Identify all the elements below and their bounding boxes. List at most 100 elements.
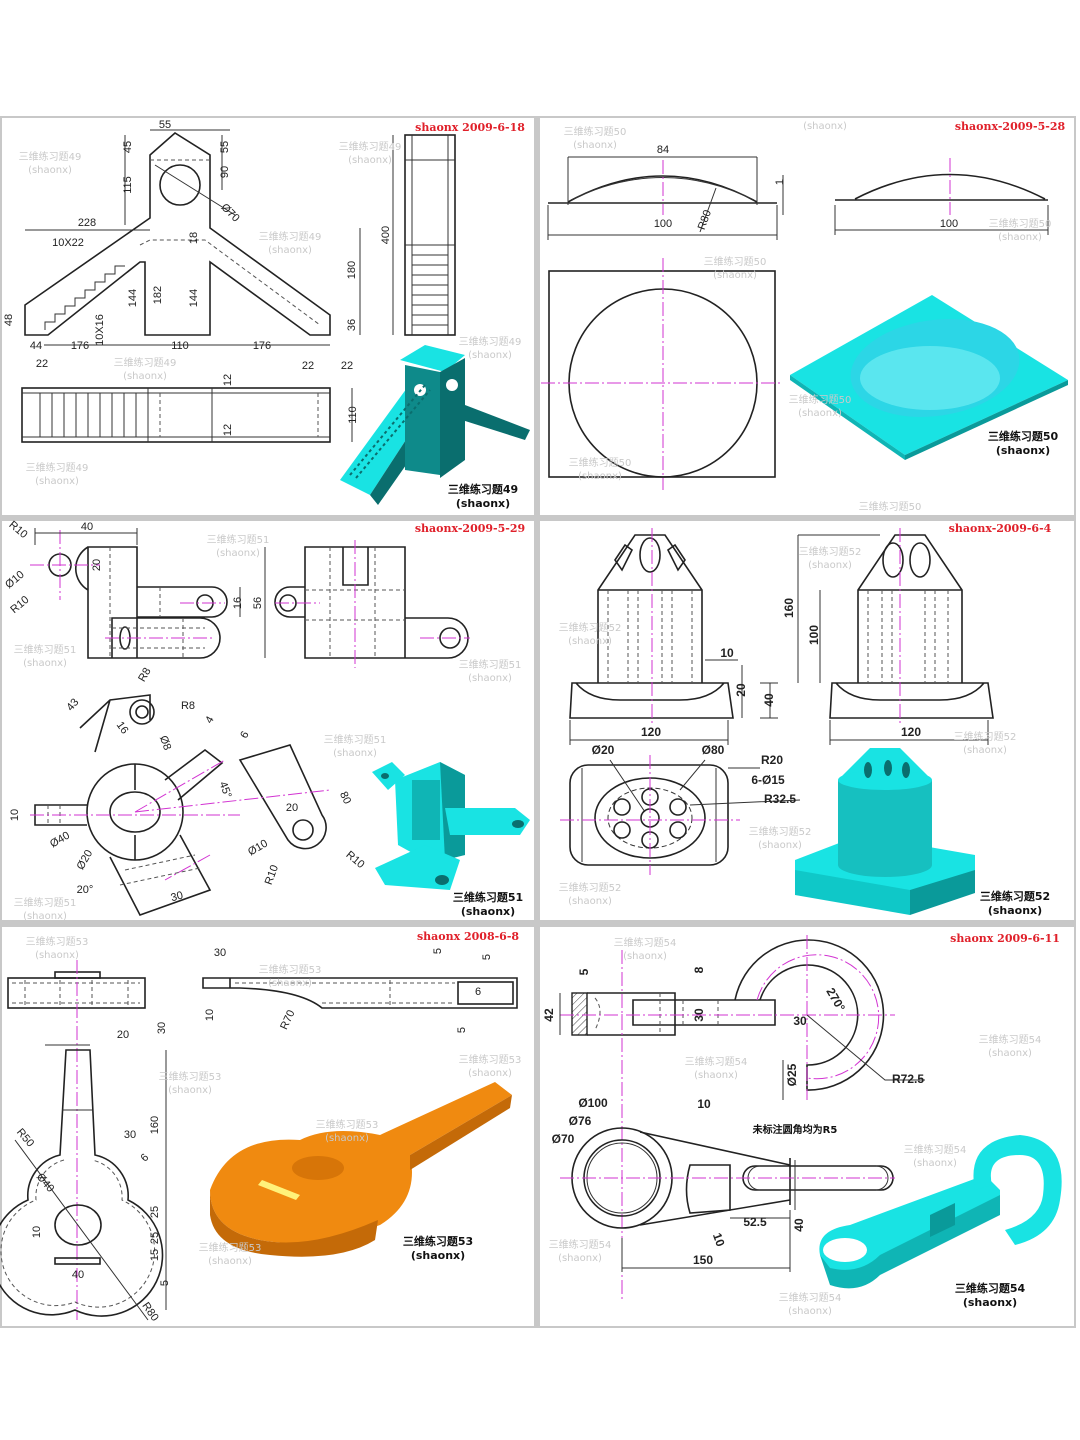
- dimension-label: Ø25: [785, 1063, 799, 1086]
- watermark-author: (shaonx): [713, 270, 757, 281]
- model-54-3d: [819, 1135, 1062, 1289]
- dimension-label: 10: [697, 1097, 711, 1111]
- dimension-label: 110: [171, 340, 189, 352]
- dimension-label: 10X16: [94, 314, 106, 346]
- dimension-label: Ø20: [592, 743, 615, 757]
- model-52-3d: [795, 748, 975, 915]
- dimension-label: 10X22: [52, 237, 84, 249]
- watermark-caption: 三维练习题49: [114, 356, 177, 369]
- drawing-51-top-view: [30, 694, 331, 916]
- dimension-label: 16: [114, 719, 131, 736]
- dimension-label: 110: [347, 406, 359, 424]
- dimension-label: Ø70: [552, 1132, 575, 1146]
- dimension-label: 6: [238, 729, 251, 740]
- dimension-label: 20°: [77, 884, 94, 896]
- watermark-caption: 三维练习题54: [685, 1055, 748, 1068]
- watermark-caption: 三维练习题50: [704, 255, 767, 268]
- exercise-caption: 三维练习题54: [955, 1281, 1026, 1295]
- drawing-52-plan-view: [560, 755, 801, 875]
- dimension-label: 160: [782, 598, 796, 618]
- watermark-author: (shaonx): [23, 911, 67, 922]
- watermark-caption: 三维练习题51: [14, 643, 77, 656]
- dimension-label: 5: [577, 968, 591, 975]
- watermark-caption: 三维练习题50: [569, 456, 632, 469]
- watermark-caption: 三维练习题53: [26, 935, 89, 948]
- watermark-author: (shaonx): [808, 560, 852, 571]
- dimension-label: 30: [692, 1008, 706, 1022]
- dimension-label: 20: [117, 1029, 129, 1041]
- dimension-label: 160: [149, 1116, 161, 1134]
- dimension-label: 150: [693, 1253, 713, 1267]
- drawing-54-plan-view: [560, 1127, 895, 1272]
- model-53-3d: [210, 1082, 512, 1257]
- watermark-caption: 三维练习题53: [459, 1053, 522, 1066]
- dimension-label: 80: [337, 790, 353, 806]
- watermark-caption: 三维练习题49: [19, 150, 82, 163]
- exercise-author: (shaonx): [996, 444, 1050, 457]
- author-date-stamp: shaonx-2009-5-28: [955, 120, 1066, 133]
- watermark-caption: 三维练习题50: [989, 217, 1052, 230]
- watermark-caption: 三维练习题51: [459, 658, 522, 671]
- exercise-author: (shaonx): [988, 904, 1042, 917]
- dimension-label: 5: [159, 1280, 171, 1286]
- dimension-label: 25: [149, 1206, 161, 1218]
- exercise-author: (shaonx): [456, 497, 510, 510]
- watermark-author: (shaonx): [998, 232, 1042, 243]
- watermark-caption: 三维练习题52: [559, 881, 622, 894]
- exercise-caption: 三维练习题50: [988, 429, 1059, 443]
- dimension-label: 10: [204, 1009, 216, 1021]
- watermark-caption: 三维练习题54: [779, 1291, 842, 1304]
- watermark-author: (shaonx): [988, 1048, 1032, 1059]
- watermark-author: (shaonx): [23, 658, 67, 669]
- dimension-label: 400: [380, 226, 392, 244]
- watermark-caption: 三维练习题54: [904, 1143, 967, 1156]
- dimension-label: 120: [901, 725, 921, 739]
- author-date-stamp: shaonx 2009-6-11: [950, 932, 1060, 945]
- author-date-stamp: shaonx 2008-6-8: [417, 930, 519, 943]
- watermark-caption: 三维练习题51: [14, 896, 77, 909]
- watermark-caption: 三维练习题51: [207, 533, 270, 546]
- watermark-caption: 三维练习题49: [259, 230, 322, 243]
- watermark-author: (shaonx): [558, 1253, 602, 1264]
- drawing-49-top-view: [21, 387, 353, 443]
- dimension-label: 36: [346, 319, 358, 331]
- drawing-53-views: [0, 960, 518, 1321]
- author-date-stamp: shaonx 2009-6-18: [415, 121, 525, 134]
- dimension-label: 1: [774, 179, 786, 185]
- watermark-caption: 三维练习题49: [26, 461, 89, 474]
- dimension-label: R32.5: [764, 792, 796, 806]
- watermark-caption: 三维练习题53: [199, 1241, 262, 1254]
- dimension-label: 22: [36, 358, 48, 370]
- model-49-3d: [340, 345, 530, 505]
- watermark-author: (shaonx): [573, 140, 617, 151]
- dimension-label: R8: [181, 700, 195, 712]
- watermark-caption: 三维练习题49: [459, 335, 522, 348]
- dimension-label: 56: [252, 597, 264, 609]
- watermark-author: (shaonx): [216, 548, 260, 559]
- watermark-author: (shaonx): [35, 950, 79, 961]
- dimension-label: Ø80: [702, 743, 725, 757]
- exercise-author: (shaonx): [411, 1249, 465, 1262]
- drawing-52-front-view: [569, 528, 778, 745]
- dimension-label: 6: [475, 986, 481, 998]
- drawing-49-front-view: [24, 129, 361, 346]
- author-date-stamp: shaonx-2009-6-4: [949, 522, 1052, 535]
- drawing-50-section-view: [547, 156, 1049, 240]
- drawing-51-side-view: [274, 540, 470, 668]
- watermark-author: (shaonx): [268, 245, 312, 256]
- dimension-label: 22: [302, 360, 314, 372]
- dimension-label: 30: [124, 1129, 136, 1141]
- dimension-label: 8: [692, 966, 706, 973]
- dimension-label: 16: [232, 597, 244, 609]
- exercise-caption: 三维练习题51: [453, 890, 523, 904]
- watermark-author: (shaonx): [803, 121, 847, 132]
- dimension-label: 22: [341, 360, 353, 372]
- watermark-author: (shaonx): [208, 1256, 252, 1267]
- dimension-label: 12: [222, 424, 234, 436]
- dimension-label: Ø8: [157, 734, 173, 752]
- dimension-label: 90: [219, 166, 231, 178]
- drawing-50-plan-view: [541, 258, 780, 490]
- dimension-label: 52.5: [743, 1215, 767, 1229]
- watermark-author: (shaonx): [348, 155, 392, 166]
- dimension-label: 40: [81, 521, 93, 533]
